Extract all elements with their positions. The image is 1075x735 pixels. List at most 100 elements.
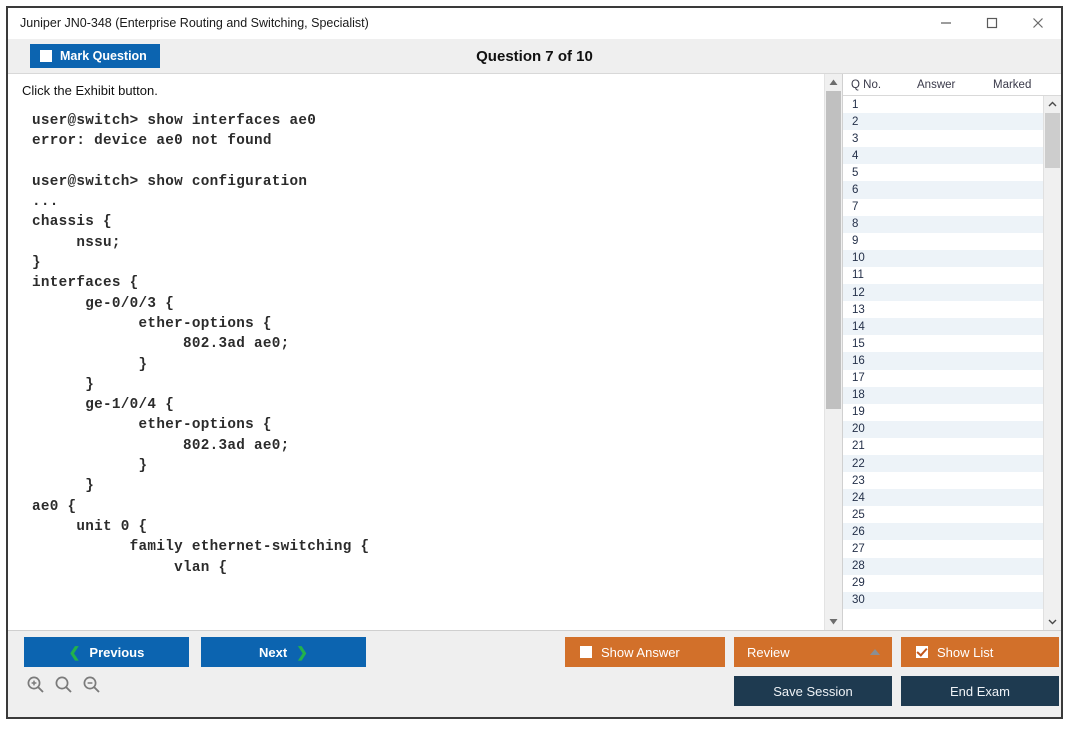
cell-qno: 14 [852, 320, 865, 333]
show-list-checkbox[interactable] [916, 646, 928, 658]
cell-qno: 19 [852, 406, 865, 419]
cell-qno: 22 [852, 457, 865, 470]
question-list-row[interactable]: 25 [843, 506, 1043, 524]
next-label: Next [259, 644, 288, 660]
window-title: Juniper JN0-348 (Enterprise Routing and … [20, 16, 369, 30]
question-list-row[interactable]: 17 [843, 369, 1043, 387]
list-scroll-down-icon[interactable] [1044, 613, 1061, 630]
question-list-row[interactable]: 18 [843, 386, 1043, 404]
list-scroll-track[interactable] [1044, 113, 1061, 613]
question-list-row[interactable]: 3 [843, 130, 1043, 148]
question-content-pane: Click the Exhibit button. user@switch> s… [8, 74, 824, 630]
cell-qno: 5 [852, 166, 859, 179]
question-list-row[interactable]: 11 [843, 266, 1043, 285]
show-list-button[interactable]: Show List [901, 637, 1059, 667]
cell-qno: 26 [852, 525, 865, 538]
question-list-row[interactable]: 19 [843, 403, 1043, 421]
show-answer-button[interactable]: Show Answer [565, 637, 725, 667]
cell-qno: 10 [852, 252, 865, 265]
question-list-row[interactable]: 5 [843, 164, 1043, 182]
cell-qno: 18 [852, 389, 865, 402]
zoom-reset-icon[interactable] [54, 675, 73, 694]
question-list-row[interactable]: 12 [843, 284, 1043, 302]
cell-qno: 11 [852, 269, 864, 282]
question-list-row[interactable]: 10 [843, 249, 1043, 267]
content-scroll-down-icon[interactable] [825, 613, 842, 630]
question-list-row[interactable]: 4 [843, 147, 1043, 165]
content-scroll-up-icon[interactable] [825, 74, 842, 91]
question-list-row[interactable]: 7 [843, 198, 1043, 216]
question-list-header: Q No. Answer Marked [843, 74, 1061, 96]
bottom-toolbar: ❮ Previous Next ❯ Show Answer Review Sho… [8, 631, 1061, 717]
question-list-row[interactable]: 6 [843, 181, 1043, 199]
window-controls [923, 8, 1061, 38]
cell-qno: 6 [852, 184, 859, 197]
question-list-row[interactable]: 14 [843, 318, 1043, 336]
mark-question-button[interactable]: Mark Question [30, 44, 160, 68]
question-list-row[interactable]: 30 [843, 591, 1043, 609]
show-answer-checkbox[interactable] [580, 646, 592, 658]
content-scroll-track[interactable] [825, 91, 842, 613]
mark-question-label: Mark Question [60, 49, 147, 63]
content-scrollbar[interactable] [824, 74, 842, 630]
maximize-icon[interactable] [969, 8, 1015, 38]
exhibit-code-block: user@switch> show interfaces ae0 error: … [32, 113, 370, 576]
cell-qno: 1 [852, 98, 859, 111]
question-list-row[interactable]: 29 [843, 574, 1043, 592]
exam-window: Juniper JN0-348 (Enterprise Routing and … [6, 6, 1063, 719]
question-list-row[interactable]: 24 [843, 489, 1043, 507]
header-bar: Mark Question Question 7 of 10 [8, 39, 1061, 74]
list-scroll-thumb[interactable] [1045, 113, 1060, 168]
cell-qno: 12 [852, 286, 865, 299]
review-label: Review [747, 644, 790, 660]
cell-qno: 9 [852, 235, 859, 248]
cell-qno: 13 [852, 303, 865, 316]
question-list-row[interactable]: 2 [843, 113, 1043, 131]
mark-question-checkbox[interactable] [40, 50, 52, 62]
cell-qno: 4 [852, 149, 859, 162]
content-scroll-thumb[interactable] [826, 91, 841, 410]
minimize-icon[interactable] [923, 8, 969, 38]
question-list-row[interactable]: 1 [843, 96, 1043, 114]
cell-qno: 30 [852, 594, 865, 607]
question-list-row[interactable]: 15 [843, 335, 1043, 353]
zoom-in-icon[interactable] [26, 675, 45, 694]
question-list-row[interactable]: 16 [843, 352, 1043, 370]
cell-qno: 25 [852, 508, 865, 521]
cell-qno: 28 [852, 560, 865, 573]
review-dropdown[interactable]: Review [734, 637, 892, 667]
cell-qno: 16 [852, 354, 865, 367]
question-list-row[interactable]: 26 [843, 523, 1043, 541]
cell-qno: 2 [852, 115, 859, 128]
previous-label: Previous [89, 644, 145, 660]
question-list-row[interactable]: 23 [843, 472, 1043, 490]
list-scroll-up-icon[interactable] [1044, 96, 1061, 113]
next-button[interactable]: Next ❯ [201, 637, 366, 667]
question-list-row[interactable]: 21 [843, 437, 1043, 455]
caret-up-icon [870, 649, 880, 655]
zoom-out-icon[interactable] [82, 675, 101, 694]
zoom-tools [26, 675, 101, 694]
question-list-scrollbar[interactable] [1043, 96, 1061, 630]
question-list-row[interactable]: 8 [843, 215, 1043, 233]
previous-button[interactable]: ❮ Previous [24, 637, 189, 667]
question-list-row[interactable]: 28 [843, 557, 1043, 575]
close-icon[interactable] [1015, 8, 1061, 38]
end-exam-button[interactable]: End Exam [901, 676, 1059, 706]
question-list-row[interactable]: 20 [843, 420, 1043, 438]
cell-qno: 17 [852, 372, 865, 385]
question-list-row[interactable]: 13 [843, 301, 1043, 319]
cell-qno: 15 [852, 337, 865, 350]
cell-qno: 21 [852, 440, 865, 453]
question-list-row[interactable]: 9 [843, 232, 1043, 250]
question-list-row[interactable]: 27 [843, 540, 1043, 558]
question-counter: Question 7 of 10 [476, 47, 593, 65]
question-list-row[interactable]: 22 [843, 454, 1043, 473]
cell-qno: 23 [852, 474, 865, 487]
end-exam-label: End Exam [950, 683, 1010, 699]
save-session-button[interactable]: Save Session [734, 676, 892, 706]
cell-qno: 20 [852, 423, 865, 436]
